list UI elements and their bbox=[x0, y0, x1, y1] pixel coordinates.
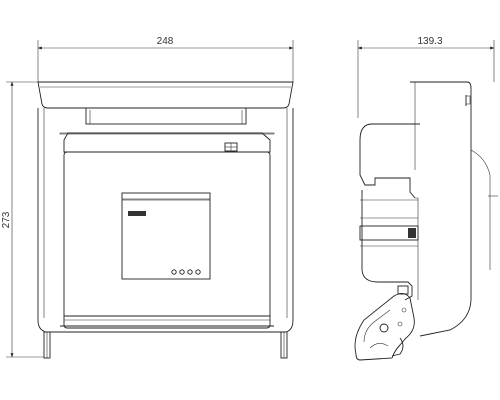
side-rear-curve bbox=[470, 149, 498, 270]
front-view: 248 273 bbox=[1, 36, 294, 359]
dimension-label-width: 248 bbox=[157, 36, 174, 47]
dimension-label-height: 273 bbox=[1, 211, 12, 228]
indicator-led-1 bbox=[171, 269, 177, 275]
dimension-label-depth: 139.3 bbox=[417, 36, 442, 47]
side-housing bbox=[359, 123, 420, 300]
control-panel bbox=[121, 192, 211, 280]
indicator-led-2 bbox=[179, 269, 185, 275]
vent-icon bbox=[224, 142, 238, 152]
dimension-height: 273 bbox=[1, 81, 44, 358]
indicator-led-4 bbox=[195, 269, 201, 275]
panel-label-plate bbox=[128, 211, 146, 216]
neck bbox=[85, 107, 247, 125]
dimension-side-depth: 139.3 bbox=[357, 36, 495, 118]
housing bbox=[37, 108, 294, 333]
side-bracket bbox=[354, 281, 415, 361]
dimension-front-width: 248 bbox=[37, 36, 294, 82]
side-view: 139.3 bbox=[354, 36, 498, 361]
feet bbox=[43, 331, 288, 359]
side-lid bbox=[410, 81, 472, 337]
lid bbox=[37, 81, 294, 109]
indicator-led-3 bbox=[187, 269, 193, 275]
